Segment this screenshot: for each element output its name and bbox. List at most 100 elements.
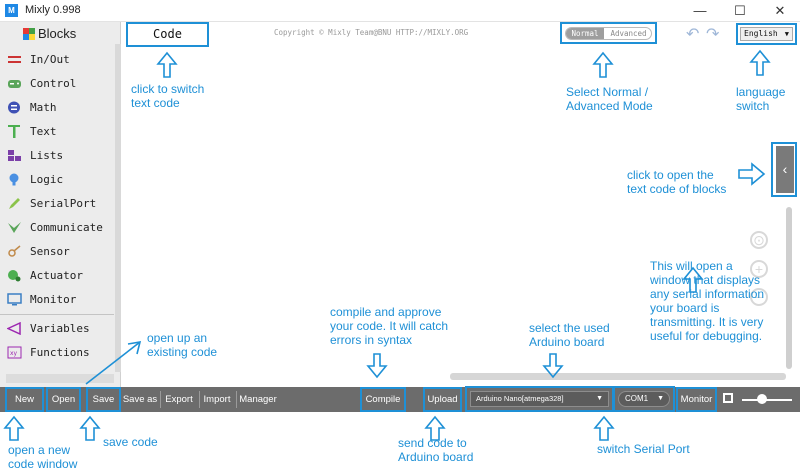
zoom-slider-track[interactable]: [742, 399, 792, 401]
annotation-monitor: This will open a window that displays an…: [650, 259, 764, 343]
mode-normal-option[interactable]: Normal: [566, 28, 604, 39]
sidebar-item-communicate[interactable]: Communicate: [0, 217, 116, 239]
annotation-compile: compile and approve your code. It will c…: [330, 305, 448, 347]
save-button[interactable]: Save: [86, 387, 121, 412]
toolbar-divider: [160, 391, 161, 408]
workspace-vertical-scrollbar[interactable]: [786, 207, 792, 369]
window-title: Mixly 0.998: [25, 4, 81, 16]
communicate-icon: [8, 222, 21, 233]
sidebar-item-functions[interactable]: xy Functions: [0, 342, 116, 364]
sidebar-item-label: SerialPort: [30, 197, 97, 210]
sidebar-item-label: Monitor: [30, 293, 77, 306]
annotation-code: click to switch text code: [131, 82, 204, 110]
down-arrow-icon: [542, 353, 564, 379]
annotation-mode: Select Normal / Advanced Mode: [566, 85, 653, 113]
sidebar-item-logic[interactable]: Logic: [0, 169, 116, 191]
language-select[interactable]: English ▼: [740, 27, 793, 41]
mode-switch-highlight: Normal Advanced: [560, 22, 657, 44]
annotation-new: open a new code window: [8, 443, 77, 471]
upload-button[interactable]: Upload: [423, 387, 462, 412]
board-select[interactable]: Arduino Nano[atmega328] ▼: [470, 391, 609, 407]
chevron-down-icon: ▼: [657, 395, 664, 402]
title-bar: M Mixly 0.998 — ☐ ✕: [0, 0, 800, 22]
sidebar-horizontal-scrollbar[interactable]: [6, 374, 114, 383]
annotation-text: click to switch text code: [131, 82, 205, 110]
sidebar-scrollbar[interactable]: [115, 44, 121, 372]
up-arrow-icon: [592, 51, 614, 78]
up-arrow-icon: [682, 266, 704, 293]
sidebar-item-text[interactable]: Text: [0, 121, 116, 143]
annotation-text: Select Normal / Advanced Mode: [566, 85, 653, 113]
language-switch-highlight: English ▼: [736, 23, 797, 45]
language-value: English: [744, 29, 778, 38]
svg-text:xy: xy: [10, 350, 18, 357]
sidebar-item-label: Sensor: [30, 245, 70, 258]
puzzle-icon: [23, 28, 35, 40]
export-button[interactable]: Export: [165, 394, 193, 405]
annotation-board: select the used Arduino board: [529, 321, 610, 349]
sidebar-item-actuator[interactable]: Actuator: [0, 265, 116, 287]
open-button[interactable]: Open: [46, 387, 81, 412]
code-panel-toggle[interactable]: ‹: [776, 146, 794, 193]
annotation-text: This will open a window that displays an…: [650, 259, 765, 343]
toolbar-divider: [199, 391, 200, 408]
up-arrow-icon: [749, 49, 771, 76]
mode-advanced-option[interactable]: Advanced: [610, 29, 647, 38]
sidebar-item-inout[interactable]: In/Out: [0, 49, 116, 71]
mode-switch[interactable]: Normal Advanced: [565, 27, 652, 40]
copyright-text: Copyright © Mixly Team@BNU HTTP://MIXLY.…: [274, 28, 469, 37]
sidebar-item-label: Text: [30, 125, 57, 138]
down-arrow-icon: [366, 353, 388, 379]
sidebar-item-control[interactable]: Control: [0, 73, 116, 95]
manager-button[interactable]: Manager: [239, 394, 277, 405]
monitor-icon: [7, 293, 22, 306]
blocks-title: Blocks: [38, 26, 77, 41]
zoom-slider-handle[interactable]: [757, 394, 767, 404]
annotation-port: switch Serial Port: [597, 442, 690, 456]
annotation-text: open up an existing code: [147, 331, 218, 359]
zoom-in-icon[interactable]: +: [750, 260, 768, 278]
sidebar-item-monitor[interactable]: Monitor: [0, 289, 116, 311]
chip-icon[interactable]: [723, 393, 733, 403]
import-button[interactable]: Import: [203, 394, 231, 405]
sidebar-item-math[interactable]: Math: [0, 97, 116, 119]
minimize-button[interactable]: —: [693, 3, 707, 18]
actuator-icon: [8, 270, 21, 282]
undo-icon[interactable]: ↶: [686, 26, 700, 43]
sidebar-divider: [0, 314, 114, 315]
code-toggle-button[interactable]: Code: [126, 22, 209, 47]
zoom-out-icon[interactable]: −: [750, 288, 768, 306]
recenter-icon[interactable]: ⊙: [750, 231, 768, 249]
sidebar-item-serialport[interactable]: SerialPort: [0, 193, 116, 215]
sidebar-item-lists[interactable]: Lists: [0, 145, 116, 167]
board-select-highlight: Arduino Nano[atmega328] ▼: [465, 386, 614, 412]
compile-button[interactable]: Compile: [360, 387, 406, 412]
pen-icon: [9, 198, 20, 209]
close-button[interactable]: ✕: [774, 3, 786, 18]
sidebar-item-label: Actuator: [30, 269, 83, 282]
functions-icon: xy: [7, 346, 22, 359]
save-as-button[interactable]: Save as: [122, 394, 158, 405]
right-arrow-icon: [738, 162, 766, 186]
monitor-button[interactable]: Monitor: [676, 387, 717, 412]
port-select[interactable]: COM1 ▼: [618, 391, 670, 407]
workspace-horizontal-scrollbar[interactable]: [450, 373, 786, 380]
annotation-language: language switch: [736, 85, 785, 113]
sidebar-item-label: Control: [30, 77, 77, 90]
new-button[interactable]: New: [5, 387, 44, 412]
maximize-button[interactable]: ☐: [734, 3, 746, 18]
variables-icon: [7, 322, 21, 335]
sidebar-item-sensor[interactable]: Sensor: [0, 241, 116, 263]
sensor-icon: [8, 245, 21, 257]
sidebar-item-label: Functions: [30, 346, 90, 359]
toolbar-divider: [236, 391, 237, 408]
redo-icon[interactable]: ↷: [706, 26, 720, 43]
port-select-highlight: COM1 ▼: [613, 386, 675, 412]
sidebar-item-variables[interactable]: Variables: [0, 318, 116, 340]
annotation-side-tab: click to open the text code of blocks: [627, 168, 726, 196]
annotation-open: open up an existing code: [147, 331, 217, 359]
math-icon: [8, 101, 20, 114]
annotation-text: language switch: [736, 85, 786, 113]
sidebar-item-label: Math: [30, 101, 57, 114]
code-panel-tab-highlight: ‹: [771, 142, 797, 197]
